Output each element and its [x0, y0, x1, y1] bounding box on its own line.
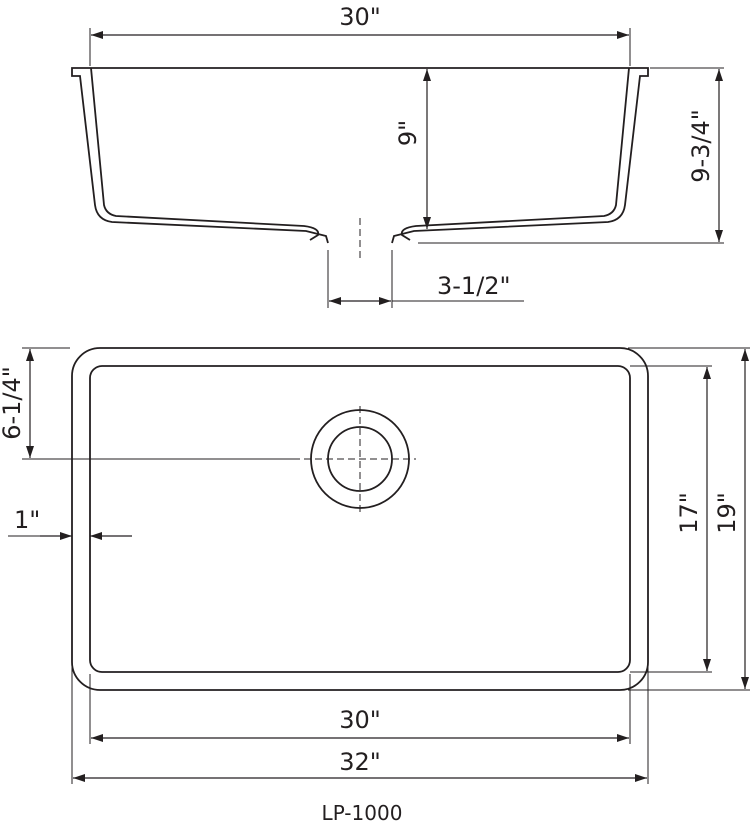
dim-inner-width: 30"	[339, 706, 381, 734]
dim-inner-depth: 9"	[394, 120, 422, 146]
dim-inner-length: 17"	[675, 492, 703, 534]
dim-overall-depth: 9-3/4"	[687, 109, 715, 183]
sink-profile-inner	[90, 67, 630, 241]
model-caption: LP-1000	[322, 801, 403, 824]
top-view: 6-1/4" 1" 17" 19" 30" 32"	[0, 347, 750, 784]
side-view: 30" 9" 9-3/4" 3-1/2"	[71, 3, 724, 308]
dim-outer-width: 32"	[339, 748, 381, 776]
dim-rim-width: 1"	[14, 506, 40, 534]
dim-drain-diameter: 3-1/2"	[437, 272, 511, 300]
sink-profile-outer	[71, 67, 649, 244]
sink-outer-rim	[71, 347, 649, 691]
sink-bowl	[89, 365, 631, 673]
dim-top-width: 30"	[339, 3, 381, 31]
dim-drain-offset: 6-1/4"	[0, 366, 26, 440]
dim-outer-length: 19"	[713, 492, 741, 534]
